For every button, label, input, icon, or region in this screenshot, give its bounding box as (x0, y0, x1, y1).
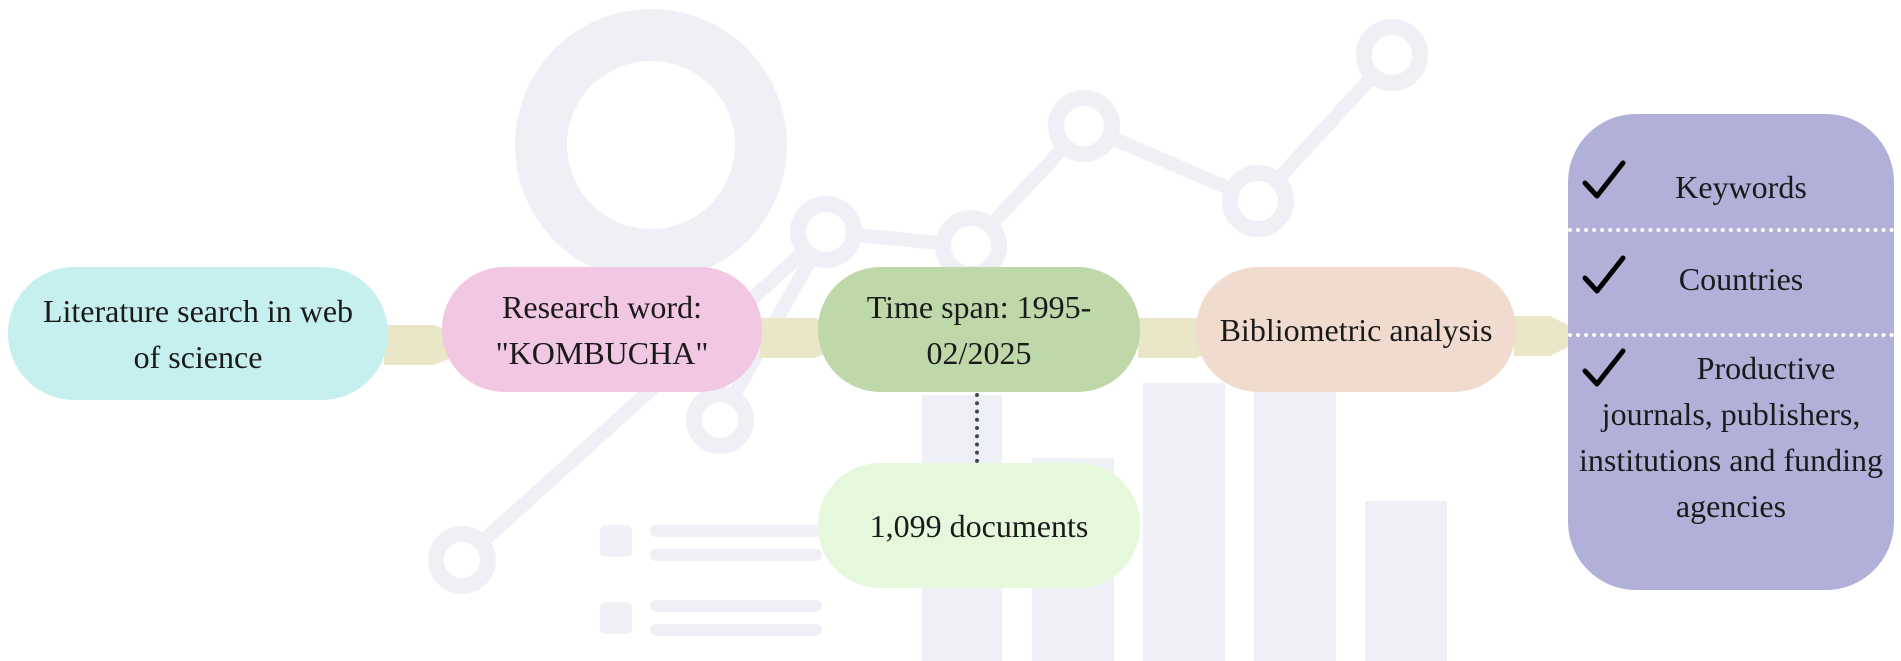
network-node (1048, 90, 1120, 162)
list-line (650, 525, 822, 537)
step-time-span-text: Time span: 1995-02/2025 (866, 288, 1092, 371)
step-literature-search: Literature search in web of science (8, 267, 388, 400)
output-item-countries-text: Countries (1678, 261, 1804, 297)
list-line (650, 624, 822, 636)
documents-count-text: 1,099 documents (869, 507, 1089, 544)
bar (1143, 383, 1225, 661)
check-mark-icon (1582, 255, 1626, 294)
output-item-countries: Countries (1568, 228, 1894, 333)
network-node (1222, 165, 1294, 237)
list-bullet (600, 602, 632, 634)
check-mark-icon (1582, 348, 1626, 387)
arrow-4 (1514, 316, 1590, 356)
output-item-productive: Productive journals, publishers, institu… (1568, 333, 1894, 590)
documents-connector (975, 393, 979, 463)
documents-count: 1,099 documents (818, 463, 1140, 588)
network-node (428, 526, 496, 594)
step-research-word: Research word: "KOMBUCHA" (442, 267, 762, 392)
network-node (686, 386, 754, 454)
outputs-divider (1568, 333, 1894, 337)
check-mark-icon (1582, 160, 1626, 199)
list-line (650, 549, 822, 561)
donut-ring (515, 9, 787, 281)
outputs-divider (1568, 228, 1894, 232)
network-node (790, 196, 862, 268)
output-item-keywords-text: Keywords (1675, 169, 1807, 205)
outputs-panel: Keywords Countries Productive journals, … (1568, 114, 1894, 590)
list-line (650, 600, 822, 612)
step-time-span: Time span: 1995-02/2025 (818, 267, 1140, 392)
bar (1254, 392, 1336, 661)
bar (1365, 501, 1447, 661)
step-bibliometric-analysis-text: Bibliometric analysis (1219, 311, 1493, 348)
step-bibliometric-analysis: Bibliometric analysis (1196, 267, 1516, 392)
output-item-keywords: Keywords (1568, 114, 1894, 228)
step-literature-search-text: Literature search in web of science (42, 292, 354, 375)
step-research-word-text: Research word: "KOMBUCHA" (495, 288, 709, 371)
list-bullet (600, 525, 632, 557)
network-node (1356, 19, 1428, 91)
network-node (935, 210, 1007, 282)
output-item-productive-text: Productive journals, publishers, institu… (1579, 350, 1883, 524)
